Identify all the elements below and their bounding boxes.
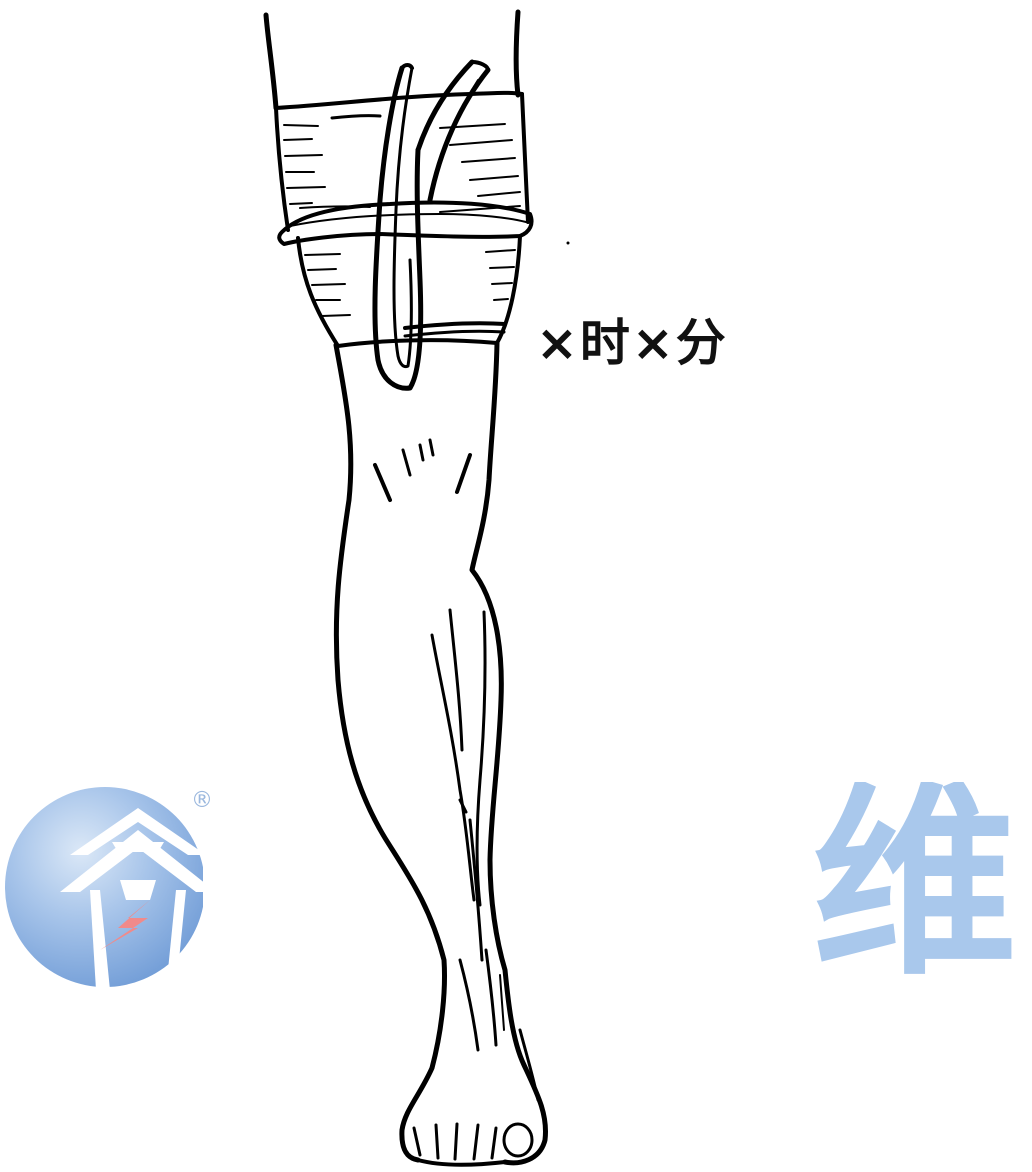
- registered-mark-text: ®: [191, 788, 213, 813]
- registered-mark-icon: ®: [191, 790, 213, 812]
- time-annotation-label: ×时×分: [536, 318, 728, 368]
- watermark-logo-icon: [5, 787, 216, 990]
- watermark-character-text: 维: [812, 782, 1017, 987]
- watermark-character: 维: [812, 782, 1032, 987]
